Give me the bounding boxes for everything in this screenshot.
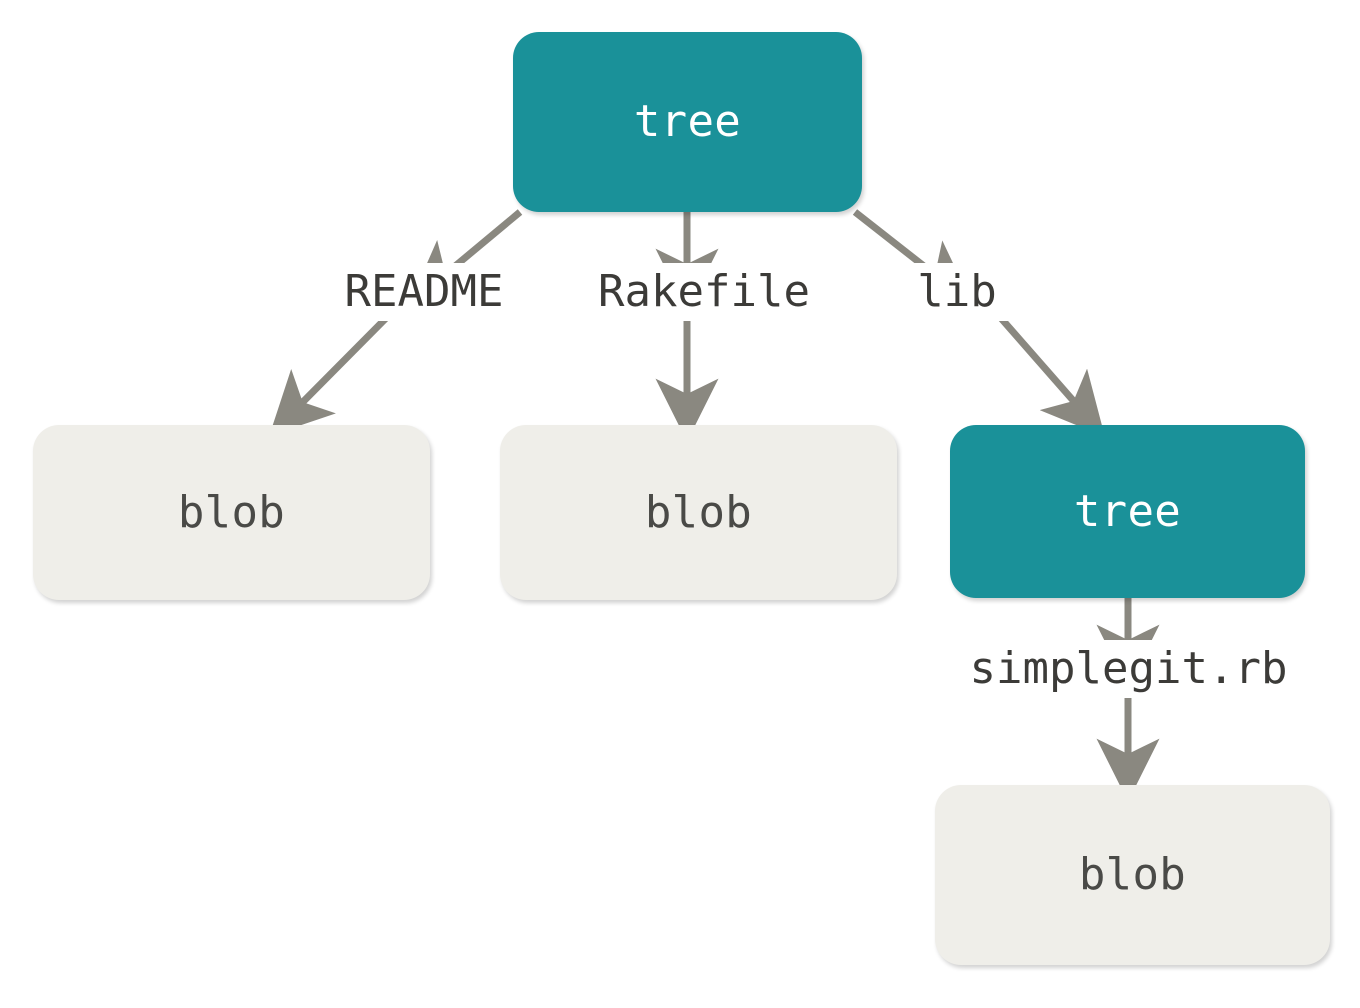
node-label: blob (177, 486, 286, 538)
node-label: blob (644, 486, 753, 538)
edge-label-simplegit: simplegit.rb (940, 640, 1317, 698)
node-label: tree (633, 96, 742, 147)
node-label: blob (1078, 849, 1187, 900)
node-blob-readme[interactable]: blob (33, 425, 430, 600)
edge-label-rakefile: Rakefile (530, 263, 878, 321)
node-tree-root[interactable]: tree (513, 32, 862, 212)
node-label: tree (1073, 485, 1182, 537)
node-blob-rakefile[interactable]: blob (500, 425, 897, 600)
edge-label-lib: lib (884, 263, 1030, 321)
node-tree-lib[interactable]: tree (950, 425, 1305, 598)
node-blob-simplegit[interactable]: blob (935, 785, 1330, 965)
edge-label-readme: README (318, 263, 530, 321)
